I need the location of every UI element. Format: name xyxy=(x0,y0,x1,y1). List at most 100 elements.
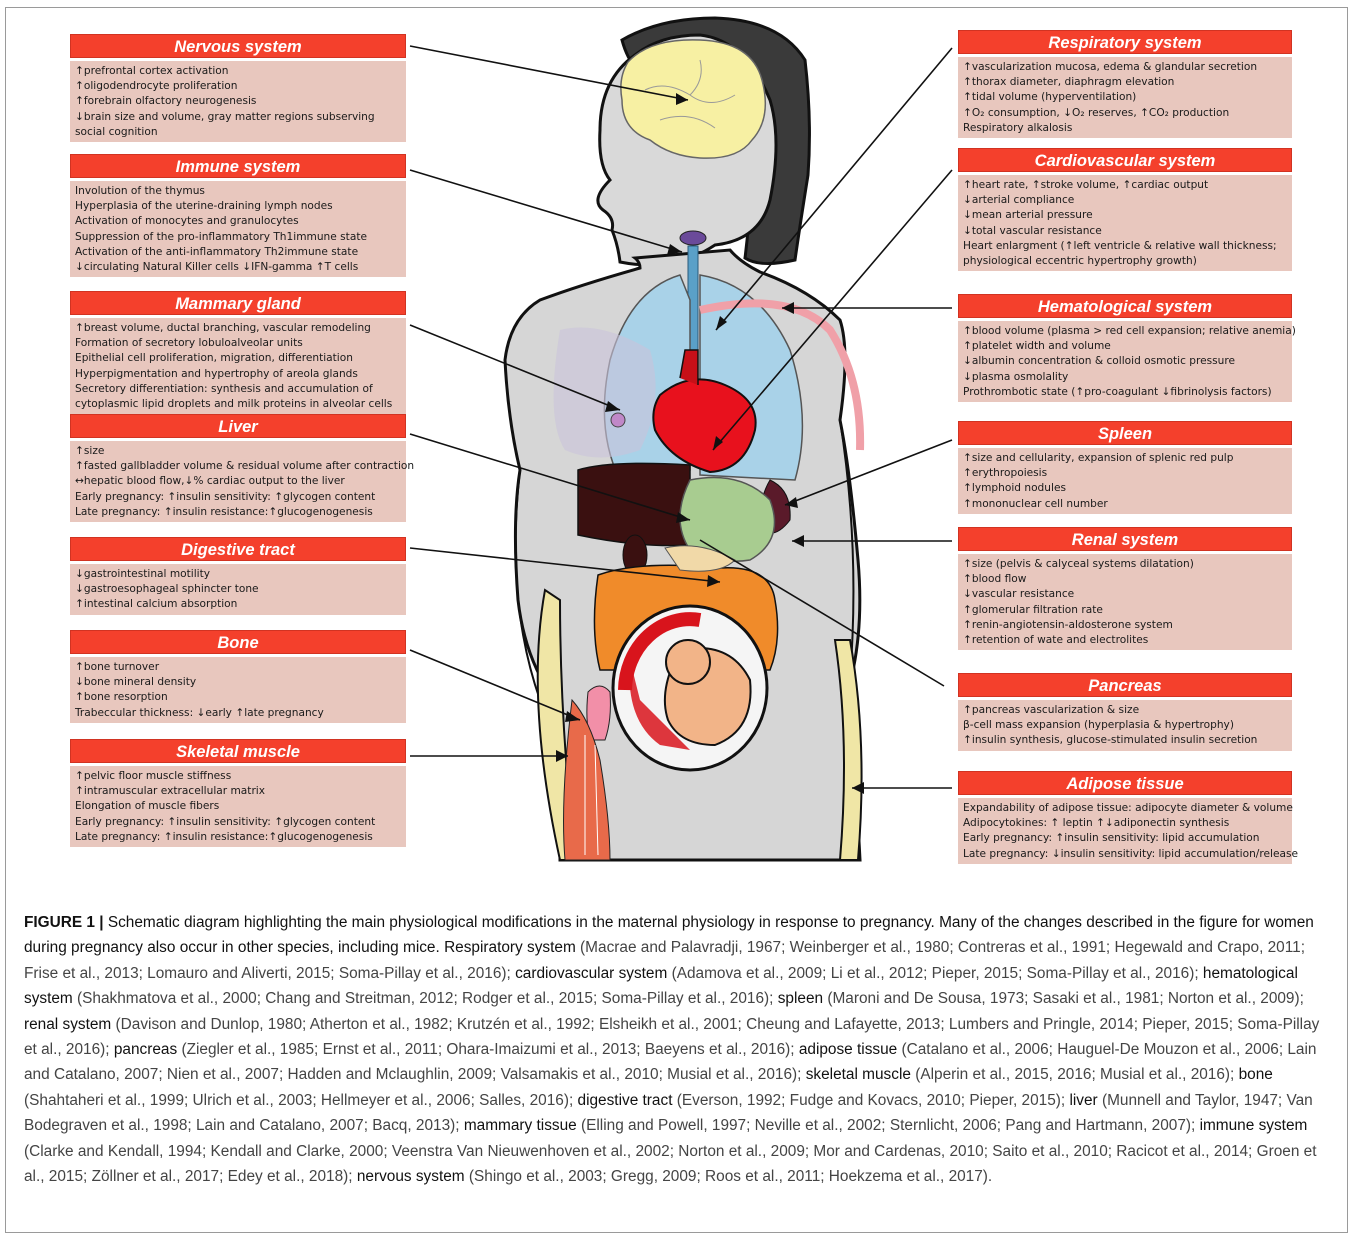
panel-line: ↓arterial compliance xyxy=(963,193,1287,208)
caption-citation: (Alperin et al., 2015, 2016; Musial et a… xyxy=(911,1066,1239,1083)
panel-title: Spleen xyxy=(958,421,1292,445)
panel-body: ↑prefrontal cortex activation↑oligodendr… xyxy=(70,61,406,142)
panel-body: ↑bone turnover↓bone mineral density↑bone… xyxy=(70,657,406,723)
panel-line: ↑blood flow xyxy=(963,572,1287,587)
caption-system-name: spleen xyxy=(778,990,823,1007)
panel-body: Expandability of adipose tissue: adipocy… xyxy=(958,798,1292,864)
panel-line: ↑blood volume (plasma > red cell expansi… xyxy=(963,324,1287,339)
panel-line: Secretory differentiation: synthesis and… xyxy=(75,382,401,397)
panel-title: Pancreas xyxy=(958,673,1292,697)
panel-line: Early pregnancy: ↑insulin sensitivity: l… xyxy=(963,831,1287,846)
panel-title: Liver xyxy=(70,414,406,438)
panel-line: ↓plasma osmolality xyxy=(963,370,1287,385)
panel-line: social cognition xyxy=(75,125,401,140)
panel-body: ↓gastrointestinal motility↓gastroesophag… xyxy=(70,564,406,615)
panel-line: physiological eccentric hypertrophy grow… xyxy=(963,254,1287,269)
panel-title: Digestive tract xyxy=(70,537,406,561)
caption-system-name: adipose tissue xyxy=(799,1041,897,1058)
panel-line: ↓circulating Natural Killer cells ↓IFN-g… xyxy=(75,260,401,275)
panel-line: ↔hepatic blood flow,↓% cardiac output to… xyxy=(75,474,401,489)
panel-line: ↑oligodendrocyte proliferation xyxy=(75,79,401,94)
panel-line: ↓vascular resistance xyxy=(963,587,1287,602)
caption-citation: (Maroni and De Sousa, 1973; Sasaki et al… xyxy=(823,990,1304,1007)
caption-citation: (Adamova et al., 2009; Li et al., 2012; … xyxy=(667,965,1203,982)
panel-title: Mammary gland xyxy=(70,291,406,315)
panel-line: β-cell mass expansion (hyperplasia & hyp… xyxy=(963,718,1287,733)
panel-line: ↑heart rate, ↑stroke volume, ↑cardiac ou… xyxy=(963,178,1287,193)
breast xyxy=(554,328,656,458)
panel-line: ↑vascularization mucosa, edema & glandul… xyxy=(963,60,1287,75)
panel-line: ↑size and cellularity, expansion of sple… xyxy=(963,451,1287,466)
panel-title: Renal system xyxy=(958,527,1292,551)
caption-system-name: nervous system xyxy=(357,1168,465,1185)
panel-line: Formation of secretory lobuloalveolar un… xyxy=(75,336,401,351)
panel-line: Late pregnancy: ↓insulin sensitivity: li… xyxy=(963,847,1287,862)
panel-line: Hyperplasia of the uterine-draining lymp… xyxy=(75,199,401,214)
figure-label: FIGURE 1 | xyxy=(24,914,104,931)
panel-line: ↑forebrain olfactory neurogenesis xyxy=(75,94,401,109)
panel-line: ↑lymphoid nodules xyxy=(963,481,1287,496)
panel-line: Prothrombotic state (↑pro-coagulant ↓fib… xyxy=(963,385,1287,400)
panel-line: Respiratory alkalosis xyxy=(963,121,1287,136)
caption-system-name: digestive tract xyxy=(578,1092,673,1109)
panel-line: Elongation of muscle fibers xyxy=(75,799,401,814)
panel-skeletal-muscle: Skeletal muscle ↑pelvic floor muscle sti… xyxy=(70,739,406,847)
panel-body: ↑pelvic floor muscle stiffness↑intramusc… xyxy=(70,766,406,847)
panel-line: Expandability of adipose tissue: adipocy… xyxy=(963,801,1287,816)
caption-system-name: bone xyxy=(1239,1066,1273,1083)
caption-citation: (Shakhmatova et al., 2000; Chang and Str… xyxy=(73,990,778,1007)
panel-line: ↑pelvic floor muscle stiffness xyxy=(75,769,401,784)
caption-system-name: skeletal muscle xyxy=(806,1066,911,1083)
panel-line: ↑breast volume, ductal branching, vascul… xyxy=(75,321,401,336)
panel-body: ↑breast volume, ductal branching, vascul… xyxy=(70,318,406,414)
panel-line: ↓bone mineral density xyxy=(75,675,401,690)
panel-cardiovascular-system: Cardiovascular system ↑heart rate, ↑stro… xyxy=(958,148,1292,271)
panel-mammary-gland: Mammary gland ↑breast volume, ductal bra… xyxy=(70,291,406,414)
panel-line: ↓total vascular resistance xyxy=(963,224,1287,239)
panel-line: Suppression of the pro-inflammatory Th1i… xyxy=(75,230,401,245)
panel-title: Respiratory system xyxy=(958,30,1292,54)
panel-line: ↑intramuscular extracellular matrix xyxy=(75,784,401,799)
caption-system-name: mammary tissue xyxy=(464,1117,577,1134)
panel-line: Involution of the thymus xyxy=(75,184,401,199)
panel-nervous-system: Nervous system ↑prefrontal cortex activa… xyxy=(70,34,406,142)
panel-line: ↑O₂ consumption, ↓O₂ reserves, ↑CO₂ prod… xyxy=(963,106,1287,121)
panel-body: ↑vascularization mucosa, edema & glandul… xyxy=(958,57,1292,138)
panel-line: ↑size xyxy=(75,444,401,459)
panel-body: ↑size (pelvis & calyceal systems dilatat… xyxy=(958,554,1292,650)
panel-liver: Liver ↑size↑fasted gallbladder volume & … xyxy=(70,414,406,522)
caption-system-name: renal system xyxy=(24,1016,111,1033)
panel-line: ↓gastroesophageal sphincter tone xyxy=(75,582,401,597)
caption-system-name: pancreas xyxy=(114,1041,177,1058)
panel-line: ↑glomerular filtration rate xyxy=(963,603,1287,618)
caption-citation: (Everson, 1992; Fudge and Kovacs, 2010; … xyxy=(672,1092,1069,1109)
panel-line: ↓brain size and volume, gray matter regi… xyxy=(75,110,401,125)
panel-respiratory-system: Respiratory system ↑vascularization muco… xyxy=(958,30,1292,138)
panel-pancreas: Pancreas ↑pancreas vascularization & siz… xyxy=(958,673,1292,751)
panel-title: Adipose tissue xyxy=(958,771,1292,795)
panel-spleen: Spleen ↑size and cellularity, expansion … xyxy=(958,421,1292,514)
panel-line: Early pregnancy: ↑insulin sensitivity: ↑… xyxy=(75,490,401,505)
panel-line: ↑size (pelvis & calyceal systems dilatat… xyxy=(963,557,1287,572)
panel-line: Hyperpigmentation and hypertrophy of are… xyxy=(75,367,401,382)
panel-line: ↑fasted gallbladder volume & residual vo… xyxy=(75,459,401,474)
panel-body: ↑blood volume (plasma > red cell expansi… xyxy=(958,321,1292,402)
panel-title: Cardiovascular system xyxy=(958,148,1292,172)
panel-title: Nervous system xyxy=(70,34,406,58)
panel-line: Adipocytokines: ↑ leptin ↑↓adiponectin s… xyxy=(963,816,1287,831)
panel-body: ↑pancreas vascularization & sizeβ-cell m… xyxy=(958,700,1292,751)
panel-line: ↑bone turnover xyxy=(75,660,401,675)
caption-system-name: liver xyxy=(1069,1092,1097,1109)
panel-title: Skeletal muscle xyxy=(70,739,406,763)
panel-line: ↓mean arterial pressure xyxy=(963,208,1287,223)
liver xyxy=(578,463,690,545)
panel-line: ↑bone resorption xyxy=(75,690,401,705)
panel-line: ↑erythropoiesis xyxy=(963,466,1287,481)
panel-line: Epithelial cell proliferation, migration… xyxy=(75,351,401,366)
panel-line: ↑insulin synthesis, glucose-stimulated i… xyxy=(963,733,1287,748)
panel-line: ↑mononuclear cell number xyxy=(963,497,1287,512)
panel-renal-system: Renal system ↑size (pelvis & calyceal sy… xyxy=(958,527,1292,650)
panel-line: Heart enlargment (↑left ventricle & rela… xyxy=(963,239,1287,254)
